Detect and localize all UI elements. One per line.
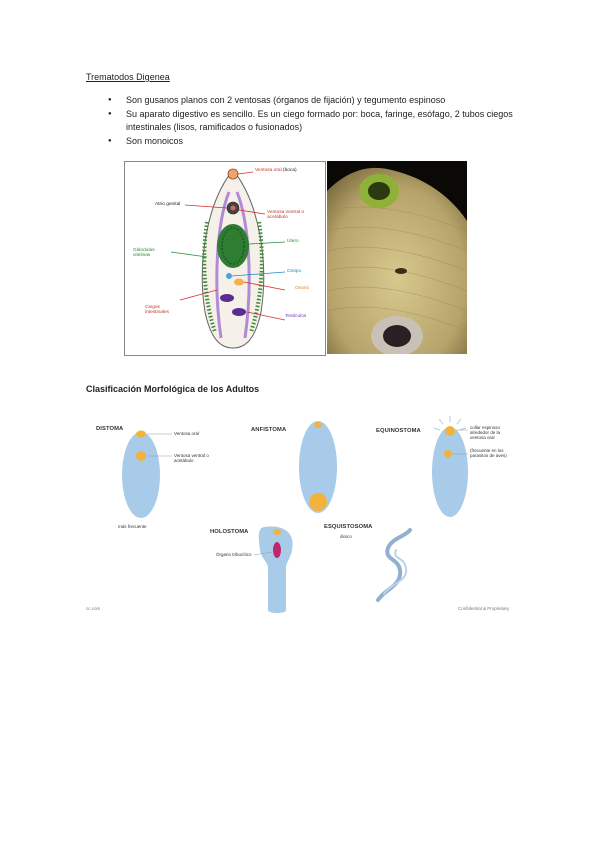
label-ventosa-oral: Ventosa oral (boca) (255, 168, 297, 173)
classification-drawing (122, 416, 468, 613)
section-heading-trematodos: Trematodos Digenea (86, 72, 170, 82)
holostoma-organ-label: Órgano tribocítico (216, 552, 252, 557)
label-boca-text: (boca) (283, 168, 297, 173)
bullet-list: Son gusanos planos con 2 ventosas (órgan… (108, 94, 528, 149)
type-distoma-title: DISTOMA (96, 426, 124, 432)
label-ventosa-oral-text: Ventosa oral (255, 168, 282, 173)
bullet-item: Son gusanos planos con 2 ventosas (órgan… (108, 94, 528, 107)
type-equinostoma-title: EQUINOSTOMA (376, 428, 421, 434)
label-testiculos: Testículos (285, 314, 307, 319)
micrograph-image (327, 161, 467, 354)
type-holostoma-title: HOLOSTOMA (210, 529, 249, 535)
equinostoma-note: (frecuente en los parasitos de aves) (470, 448, 507, 458)
bullet-item: Son monoicos (108, 135, 528, 148)
label-ovario: Ovario (295, 286, 310, 291)
type-esquistosoma-title: ESQUISTOSOMA (324, 524, 373, 530)
distoma-oral-label: Ventosa oral (174, 431, 200, 436)
label-ventosa-ventral: Ventosa ventral o acetábulo (267, 210, 305, 221)
classification-figure: DISTOMA Ventosa oral Ventosa ventral o a… (86, 410, 514, 615)
anatomy-drawing (170, 168, 286, 349)
bullet-item: Su aparato digestivo es sencillo. Es un … (108, 108, 528, 133)
label-utero: Útero (287, 239, 299, 244)
label-atrio-genital: Atrio genital (155, 202, 181, 207)
label-ootipo: Ootipo (287, 269, 302, 274)
footer-right: Confidential & Proprietary (458, 606, 510, 611)
label-ciegos-intestinales: Ciegos intestinales (145, 305, 169, 316)
esquistosoma-note: dioico (340, 534, 352, 539)
distoma-note: más frecuente (118, 524, 147, 529)
equinostoma-collar-label: collar espinoso alrededor de la ventosa … (470, 425, 501, 440)
distoma-ventral-label: Ventosa ventral o acetábulo (174, 453, 209, 463)
anatomy-diagram: Ventosa oral (boca) Atrio genital Ventos… (124, 161, 326, 356)
section-heading-clasificacion: Clasificación Morfológica de los Adultos (86, 384, 260, 394)
label-glandulas-vitelinas: Glándulas vitelinas (133, 248, 155, 259)
micrograph-drawing (327, 167, 467, 354)
footer-left: cc.com (86, 606, 101, 611)
type-anfistoma-title: ANFISTOMA (251, 427, 287, 433)
